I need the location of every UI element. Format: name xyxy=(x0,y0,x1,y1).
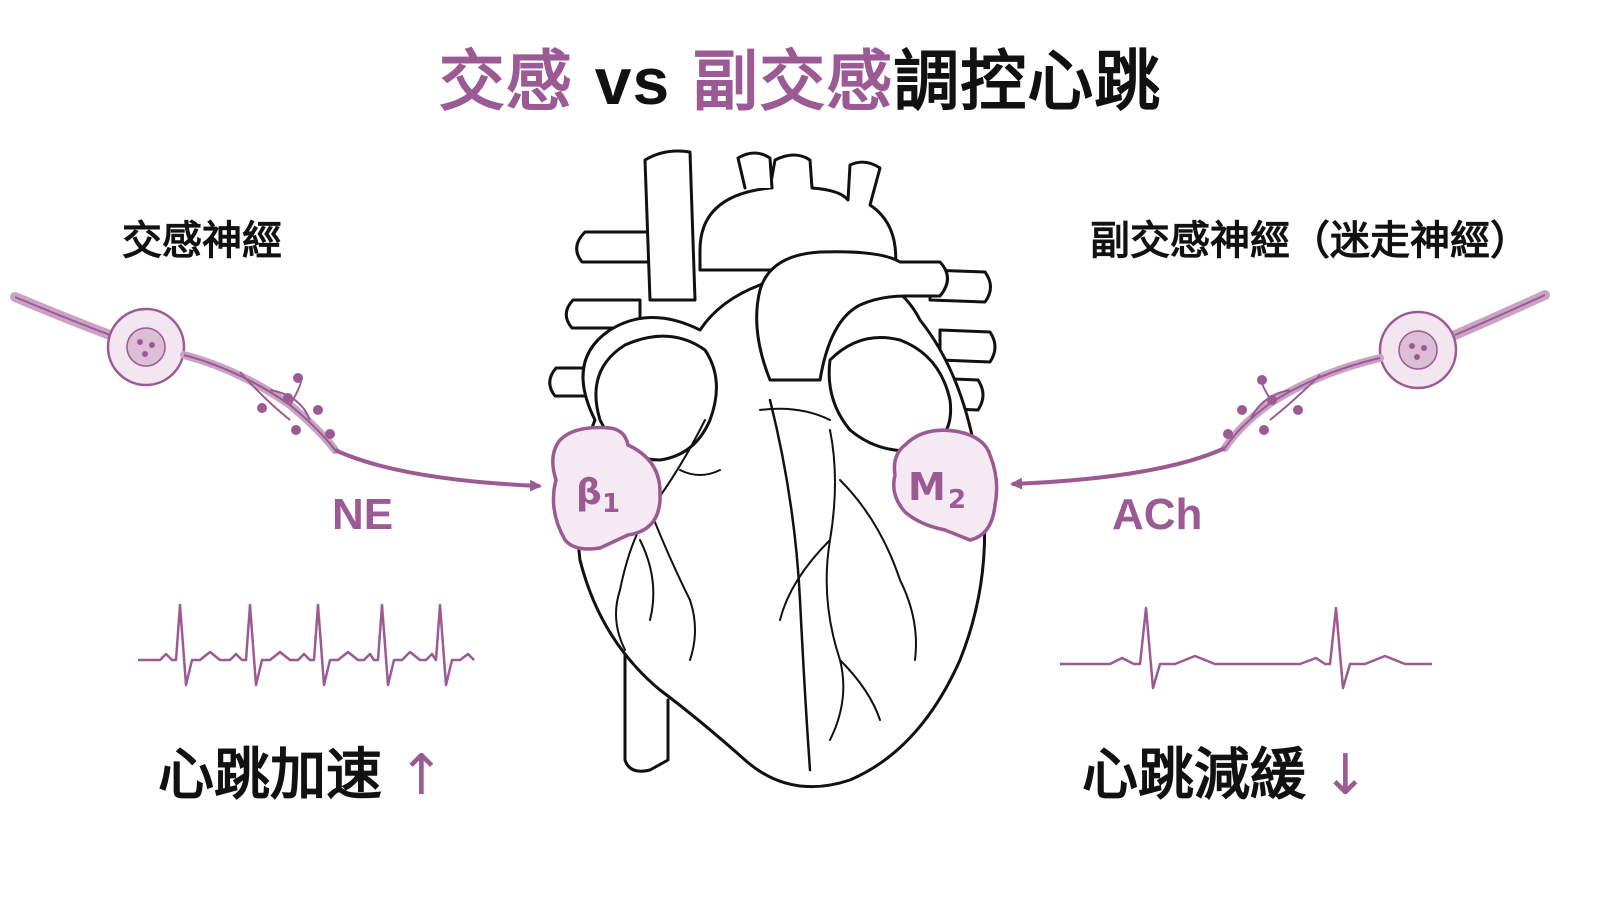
m2-subscript: 2 xyxy=(948,485,966,515)
ach-arrow-icon xyxy=(1010,446,1226,490)
up-arrow-icon: ↑ xyxy=(398,743,445,808)
beta1-symbol: β xyxy=(576,472,602,513)
title-rest: 調控心跳 xyxy=(893,43,1162,120)
title-sympathetic: 交感 xyxy=(438,43,573,120)
fast-ecg-trace-icon xyxy=(138,603,475,687)
decrease-text: 心跳減緩 xyxy=(1082,743,1306,808)
beta1-receptor: β 1 xyxy=(551,425,662,551)
heart-rate-increase-label: 心跳加速↑ xyxy=(158,730,445,811)
ne-arrow-icon xyxy=(334,448,542,492)
m2-receptor: M 2 xyxy=(892,428,999,542)
sympathetic-neuron-icon xyxy=(10,292,542,492)
slow-ecg-trace-icon xyxy=(1060,606,1432,690)
heart-illustration xyxy=(548,149,997,789)
heart-rate-decrease-label: 心跳減緩↓ xyxy=(1082,730,1369,811)
parasympathetic-neuron-icon xyxy=(1010,290,1550,490)
beta1-subscript: 1 xyxy=(602,489,620,519)
parasympathetic-nerve-label: 副交感神經（迷走神經） xyxy=(1090,218,1530,264)
ne-label: NE xyxy=(332,490,394,539)
down-arrow-icon: ↓ xyxy=(1322,743,1369,808)
increase-text: 心跳加速 xyxy=(158,743,382,808)
page-title: 交感 vs 副交感調控心跳 xyxy=(0,28,1600,124)
m2-symbol: M xyxy=(908,465,946,509)
sympathetic-nerve-label: 交感神經 xyxy=(122,218,282,264)
ach-label: ACh xyxy=(1112,490,1203,539)
title-parasympathetic: 副交感 xyxy=(692,43,894,120)
title-vs: vs xyxy=(594,44,671,118)
